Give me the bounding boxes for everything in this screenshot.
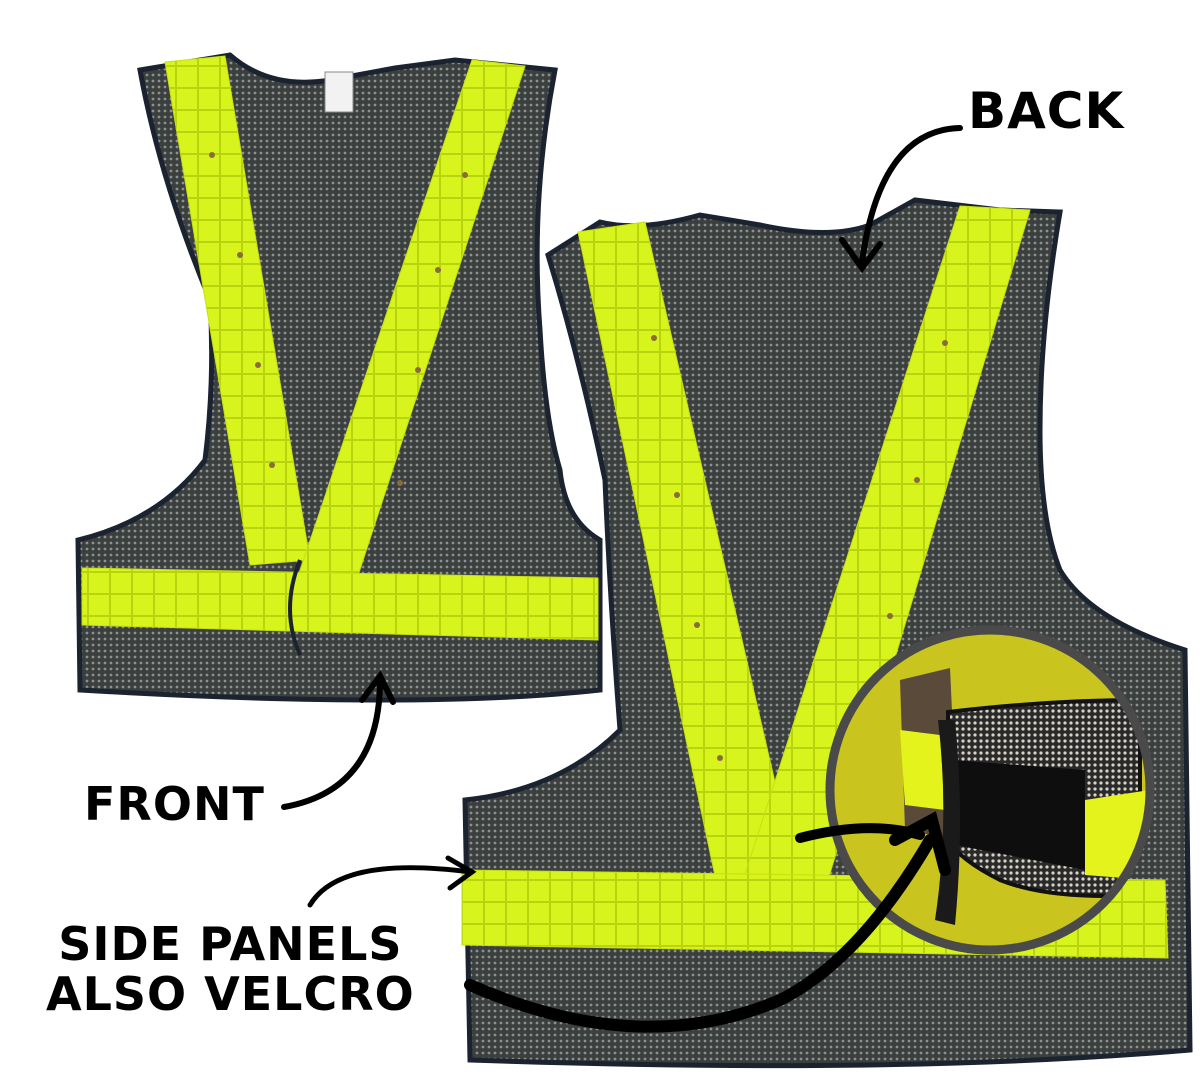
back-arrow-icon xyxy=(859,125,963,265)
garment-tag xyxy=(324,71,354,113)
callout-arrows xyxy=(281,125,963,1033)
side-panels-label-line2: ALSO VELCRO xyxy=(46,966,415,1021)
side-panel-arrow-icon xyxy=(307,865,473,908)
back-label: BACK xyxy=(968,82,1125,140)
velcro-arrow-icon xyxy=(464,834,936,1033)
side-panels-label-line1: SIDE PANELS xyxy=(58,917,403,971)
front-arrow-icon xyxy=(281,677,383,810)
side-panels-label: SIDE PANELS ALSO VELCRO xyxy=(46,917,415,1021)
front-vest xyxy=(75,52,603,703)
velcro-closeup-inset xyxy=(825,625,1155,955)
front-label: FRONT xyxy=(84,777,265,831)
